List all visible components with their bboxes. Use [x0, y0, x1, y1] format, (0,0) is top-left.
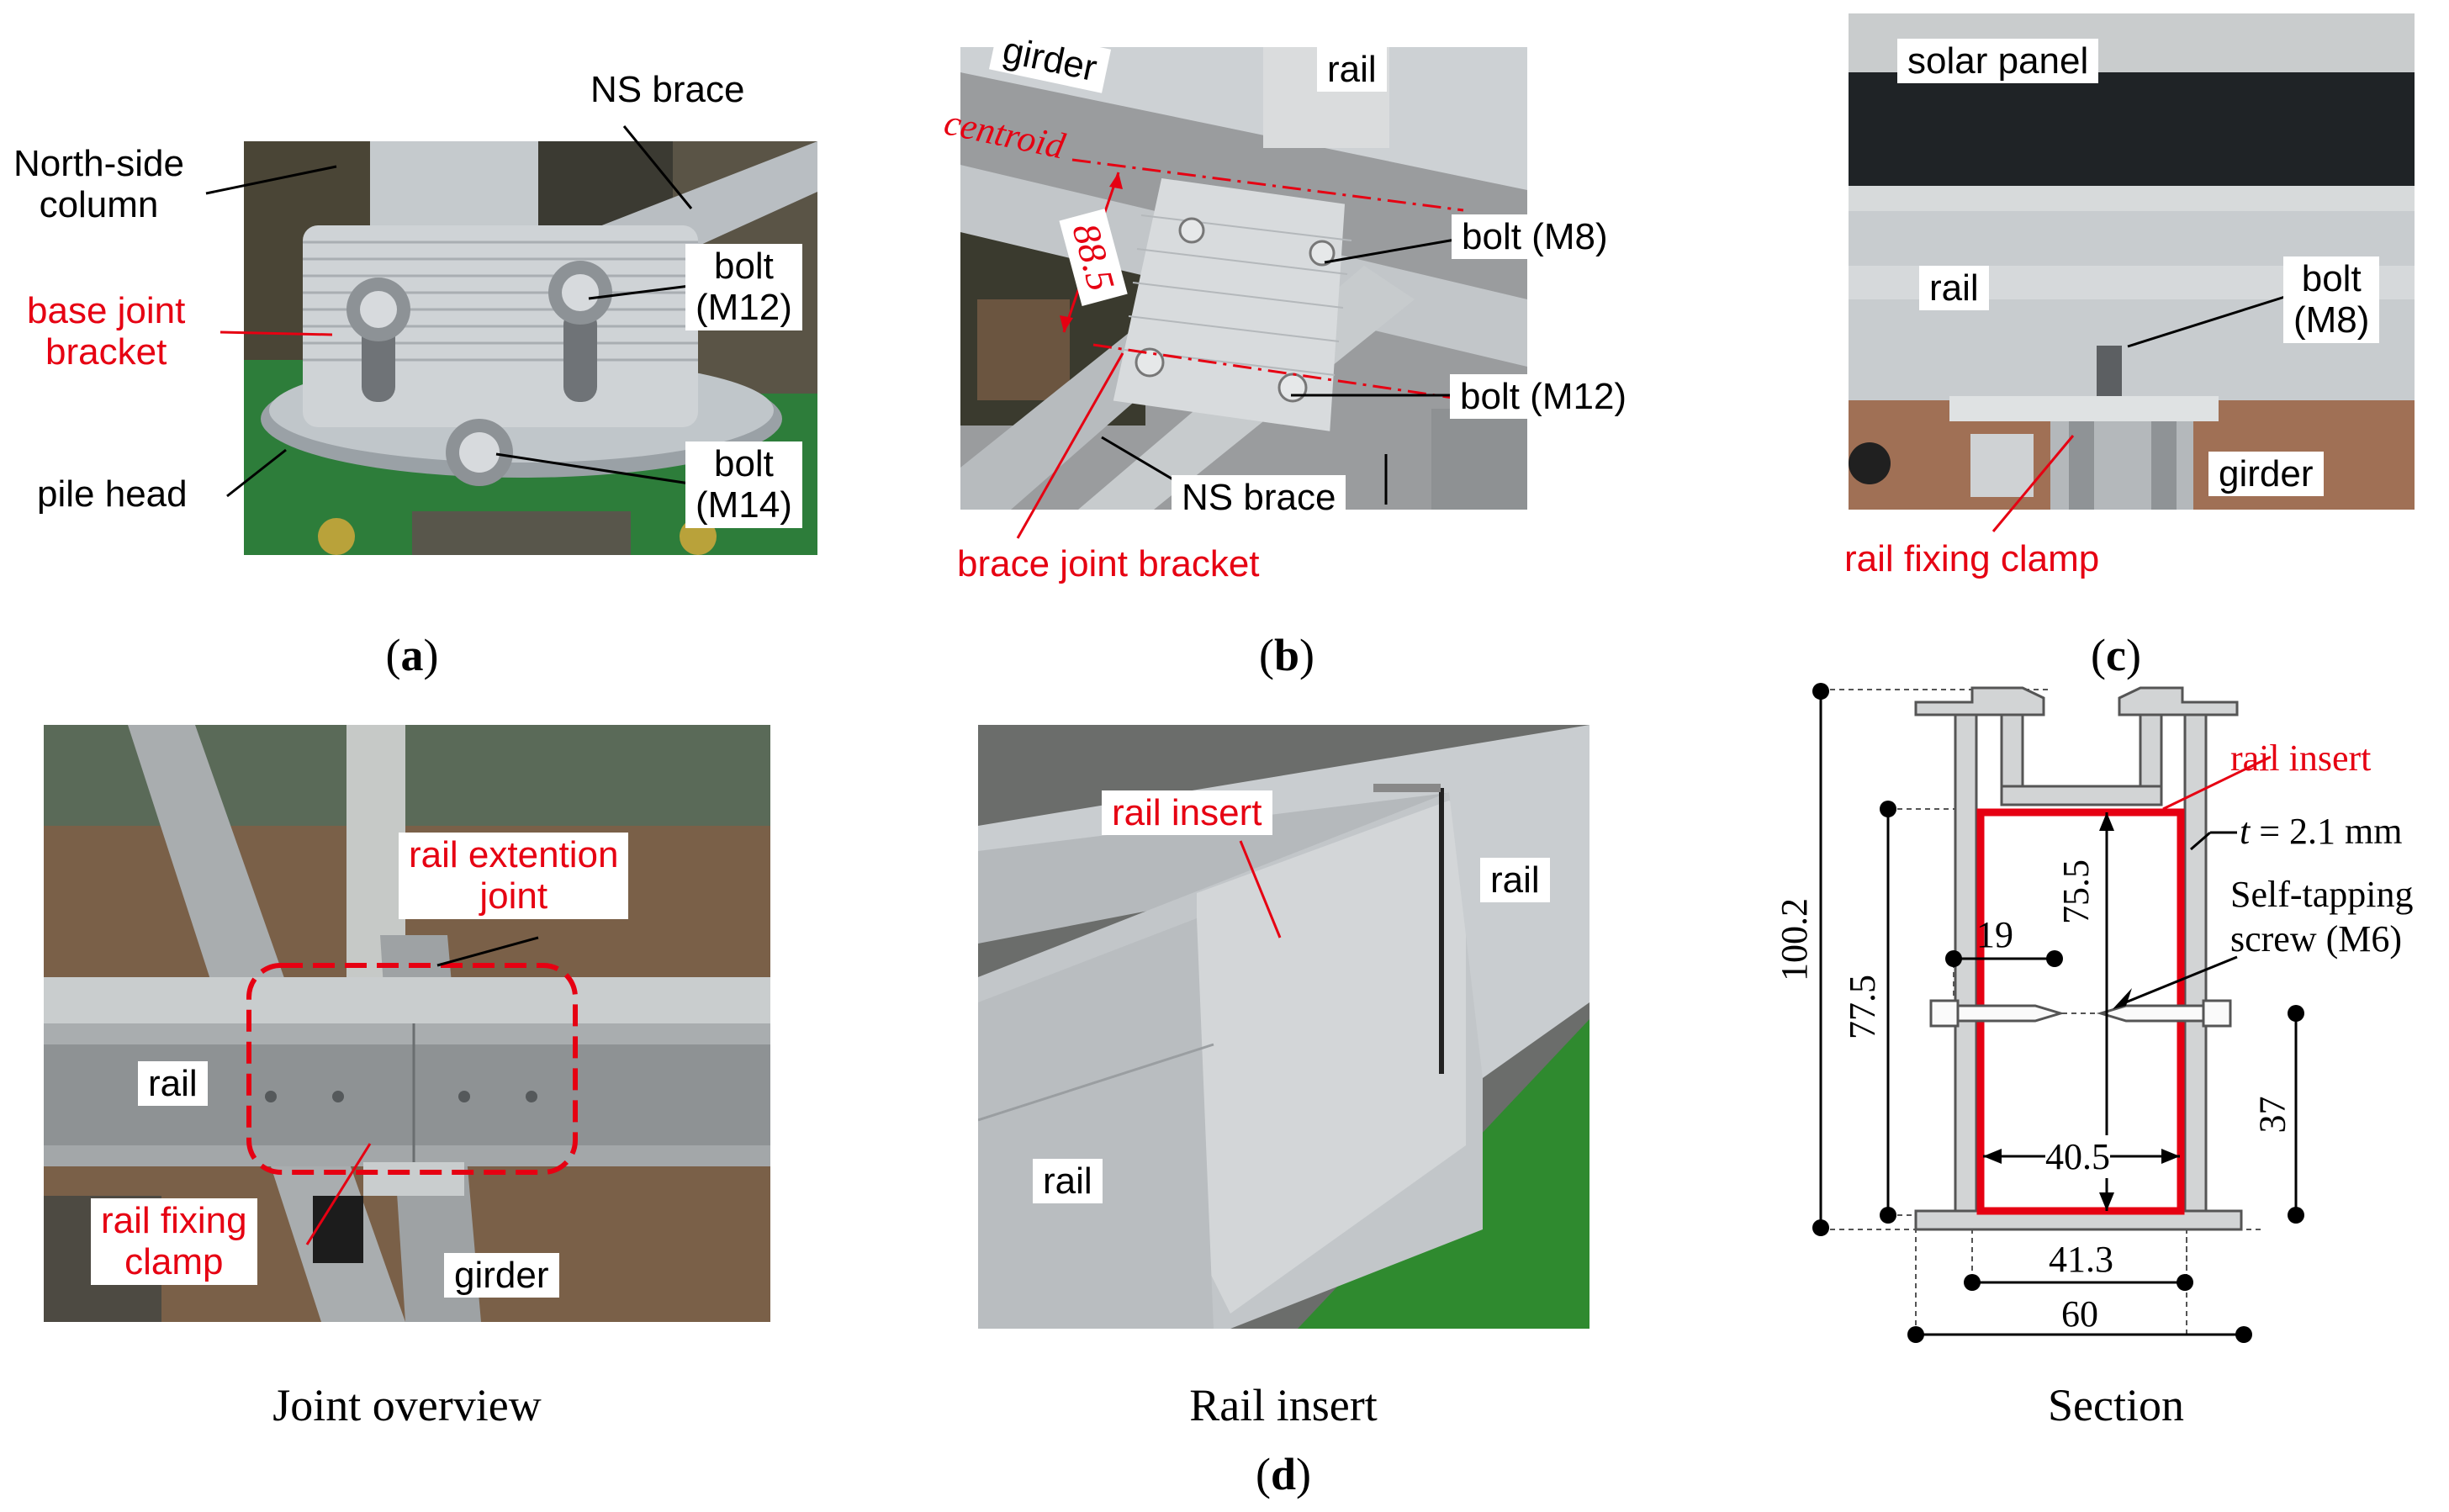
label-bolt-m12-b: bolt (M12)	[1450, 374, 1637, 420]
label-bolt-m12-a: bolt (M12)	[685, 244, 802, 330]
label-bolt-m14: bolt (M14)	[685, 441, 802, 528]
label-rail-d-joint: rail	[138, 1061, 208, 1107]
label-rail-fixing-clamp-d: rail fixing clamp	[91, 1198, 257, 1285]
caption-a: (a)	[385, 630, 439, 680]
dim-41-3: 41.3	[2049, 1239, 2113, 1280]
panel-b-scene	[960, 47, 1527, 510]
dim-60: 60	[2061, 1293, 2098, 1335]
dim-40-5: 40.5	[2045, 1135, 2110, 1178]
label-rail-insert-photo: rail insert	[1102, 790, 1272, 836]
caption-b: (b)	[1258, 630, 1315, 680]
label-self-tapping-screw: Self-tapping screw (M6)	[2230, 874, 2414, 960]
label-rail-b: rail	[1317, 47, 1387, 93]
label-rail-left: rail	[1033, 1159, 1103, 1204]
label-thickness: t = 2.1 mm	[2240, 810, 2403, 853]
title-section: Section	[2048, 1380, 2184, 1430]
panel-d-insert-photo	[978, 725, 1589, 1329]
title-rail-insert: Rail insert	[1189, 1380, 1378, 1430]
caption-b-letter: b	[1273, 630, 1300, 680]
panel-d-insert-scene	[978, 725, 1589, 1329]
thickness-value: = 2.1 mm	[2250, 811, 2403, 852]
label-pile-head: pile head	[37, 473, 188, 515]
dim-77-5: 77.5	[1842, 975, 1883, 1039]
dim-19: 19	[1976, 914, 2013, 955]
thickness-variable: t	[2240, 811, 2251, 852]
title-joint-overview: Joint overview	[272, 1380, 542, 1430]
dim-100-2: 100.2	[1774, 898, 1815, 981]
label-rail-insert-section: rail insert	[2230, 737, 2372, 779]
label-solar-panel: solar panel	[1897, 39, 2099, 84]
label-brace-joint-bracket: brace joint bracket	[957, 543, 1260, 584]
label-rail-fixing-clamp-c: rail fixing clamp	[1844, 538, 2100, 579]
label-ns-brace-b: NS brace	[1172, 475, 1346, 521]
caption-a-letter: a	[400, 630, 424, 680]
label-north-side-column: North-side column	[3, 141, 194, 228]
label-rail-extension-joint: rail extention joint	[399, 833, 629, 919]
caption-d-letter: d	[1270, 1449, 1297, 1499]
label-rail-right: rail	[1480, 858, 1550, 903]
label-base-joint-bracket: base joint bracket	[27, 290, 186, 373]
label-girder-c: girder	[2208, 452, 2324, 497]
label-bolt-m8-c: bolt (M8)	[2283, 256, 2380, 343]
panel-b-photo	[960, 47, 1527, 510]
label-rail-c: rail	[1919, 266, 1989, 311]
caption-c: (c)	[2091, 630, 2141, 680]
label-bolt-m8-b: bolt (M8)	[1452, 214, 1618, 260]
caption-c-letter: c	[2106, 630, 2126, 680]
label-ns-brace-a: NS brace	[580, 67, 755, 113]
dim-75-5: 75.5	[2055, 859, 2097, 924]
dim-37: 37	[2251, 1096, 2293, 1134]
label-girder-d: girder	[444, 1253, 559, 1298]
caption-d: (d)	[1255, 1449, 1312, 1499]
